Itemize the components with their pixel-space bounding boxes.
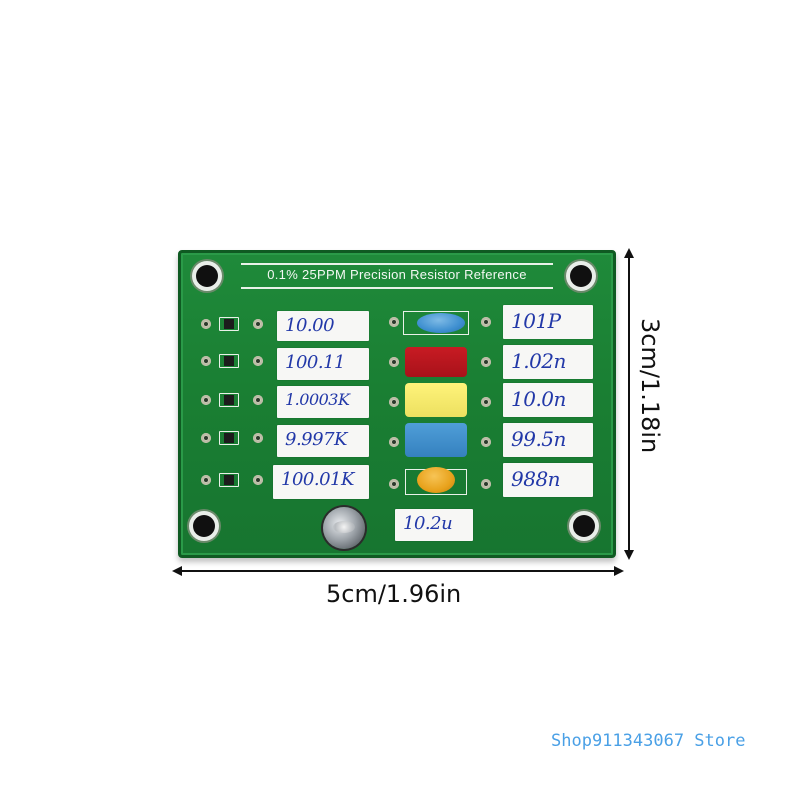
store-watermark: Shop911343067 Store [551, 731, 746, 751]
resistor-label: 100.11 [277, 348, 369, 380]
resistor-label: 100.01K [273, 465, 369, 499]
smd-resistor [219, 354, 239, 368]
solder-pad [201, 395, 211, 405]
solder-pad [389, 397, 399, 407]
resistor-label: 1.0003K [277, 386, 369, 418]
pcb-board: 0.1% 25PPM Precision Resistor Reference … [178, 250, 616, 558]
solder-pad [253, 475, 263, 485]
yellow-box-capacitor [405, 383, 467, 417]
resistor-label: 10.00 [277, 311, 369, 341]
cap-outline [403, 311, 469, 335]
solder-pad [481, 357, 491, 367]
solder-pad [481, 397, 491, 407]
arrow-down-icon [624, 550, 634, 560]
width-dimension-line [180, 570, 616, 572]
solder-pad [201, 319, 211, 329]
solder-pad [389, 317, 399, 327]
solder-pad [253, 319, 263, 329]
solder-pad [201, 475, 211, 485]
solder-pad [389, 357, 399, 367]
mount-hole-top-left [196, 265, 218, 287]
electrolytic-label: 10.2u [395, 509, 473, 541]
board-title: 0.1% 25PPM Precision Resistor Reference [267, 267, 527, 282]
height-dimension-line [628, 256, 630, 552]
capacitor-label: 99.5n [503, 423, 593, 457]
smd-resistor [219, 393, 239, 407]
mount-hole-top-right [570, 265, 592, 287]
arrow-right-icon [614, 566, 624, 576]
red-box-capacitor [405, 347, 467, 377]
smd-resistor [219, 317, 239, 331]
blue-box-capacitor [405, 423, 467, 457]
electrolytic-capacitor [323, 507, 365, 549]
solder-pad [253, 395, 263, 405]
orange-disc-capacitor [417, 467, 455, 493]
resistor-label: 9.997K [277, 425, 369, 457]
capacitor-label: 988n [503, 463, 593, 497]
arrow-up-icon [624, 248, 634, 258]
solder-pad [201, 356, 211, 366]
smd-resistor [219, 473, 239, 487]
solder-pad [481, 317, 491, 327]
solder-pad [253, 356, 263, 366]
smd-resistor [219, 431, 239, 445]
capacitor-label: 10.0n [503, 383, 593, 417]
title-frame: 0.1% 25PPM Precision Resistor Reference [241, 263, 553, 289]
width-dimension-label: 5cm/1.96in [326, 580, 462, 608]
capacitor-label: 1.02n [503, 345, 593, 379]
mount-hole-bottom-left [193, 515, 215, 537]
solder-pad [389, 437, 399, 447]
capacitor-label: 101P [503, 305, 593, 339]
mount-hole-bottom-right [573, 515, 595, 537]
solder-pad [389, 479, 399, 489]
solder-pad [253, 433, 263, 443]
solder-pad [481, 437, 491, 447]
blue-disc-capacitor [417, 313, 465, 333]
height-dimension-label: 3cm/1.18in [636, 318, 664, 454]
solder-pad [201, 433, 211, 443]
arrow-left-icon [172, 566, 182, 576]
solder-pad [481, 479, 491, 489]
